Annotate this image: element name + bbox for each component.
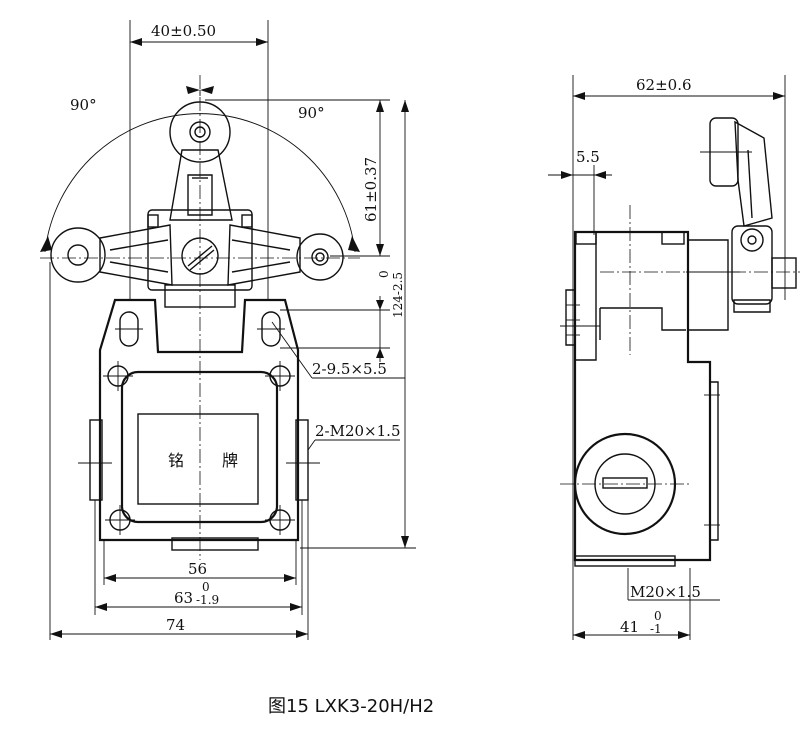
hub-screw bbox=[181, 237, 219, 275]
dim-overall-height-tol: 0 bbox=[377, 270, 391, 278]
thread-boss-left bbox=[89, 419, 103, 501]
dim-thread-holes: 2-M20×1.5 bbox=[315, 422, 400, 440]
side-lever bbox=[734, 120, 773, 227]
swing-arc bbox=[44, 113, 356, 253]
side-view: 62±0.6 5.5 bbox=[548, 75, 800, 640]
screw-top-right bbox=[265, 361, 295, 391]
dim-arm-height: 61±0.37 bbox=[362, 157, 380, 222]
dim-slot-holes: 2-9.5×5.5 bbox=[312, 360, 387, 378]
dim-side-offset: 5.5 bbox=[576, 148, 600, 166]
dim-overall-height: 124-2.5 bbox=[391, 272, 405, 318]
dim-base-74: 74 bbox=[166, 616, 185, 634]
angle-left-label: 90° bbox=[70, 96, 97, 114]
dim-base-63-tol-top: 0 bbox=[202, 580, 210, 594]
side-body bbox=[573, 230, 712, 562]
top-roller bbox=[169, 101, 231, 163]
dim-side-thread: M20×1.5 bbox=[630, 583, 701, 601]
figure-caption: 图15 LXK3-20H/H2 bbox=[268, 696, 434, 717]
screw-bottom-left bbox=[105, 505, 135, 535]
dim-side-width: 62±0.6 bbox=[636, 76, 692, 94]
dim-top-width: 40±0.50 bbox=[151, 22, 216, 40]
nameplate-char-2: 牌 bbox=[222, 451, 238, 470]
dim-base-63: 63 bbox=[174, 589, 193, 607]
housing-body bbox=[98, 298, 300, 542]
dim-side-depth-tol-bottom: -1 bbox=[650, 622, 662, 636]
arc-arrow-left bbox=[40, 236, 52, 252]
screw-top-left bbox=[103, 361, 133, 391]
dim-side-depth-tol-top: 0 bbox=[654, 609, 662, 623]
screw-bottom-right bbox=[265, 505, 295, 535]
nameplate bbox=[137, 413, 259, 505]
dim-base-56: 56 bbox=[188, 560, 207, 578]
dim-base-63-tol-bottom: -1.9 bbox=[196, 593, 219, 607]
angle-right-label: 90° bbox=[298, 104, 325, 122]
dim-side-depth: 41 bbox=[620, 618, 639, 636]
left-roller bbox=[50, 227, 106, 283]
arc-arrow-right bbox=[348, 236, 360, 252]
front-view: 40±0.50 90° 90° 61±0.37 0 124-2.5 2-9.5×… bbox=[40, 20, 416, 640]
inner-cover bbox=[120, 370, 279, 524]
right-roller bbox=[296, 233, 344, 281]
nameplate-char-1: 铭 bbox=[168, 451, 184, 470]
